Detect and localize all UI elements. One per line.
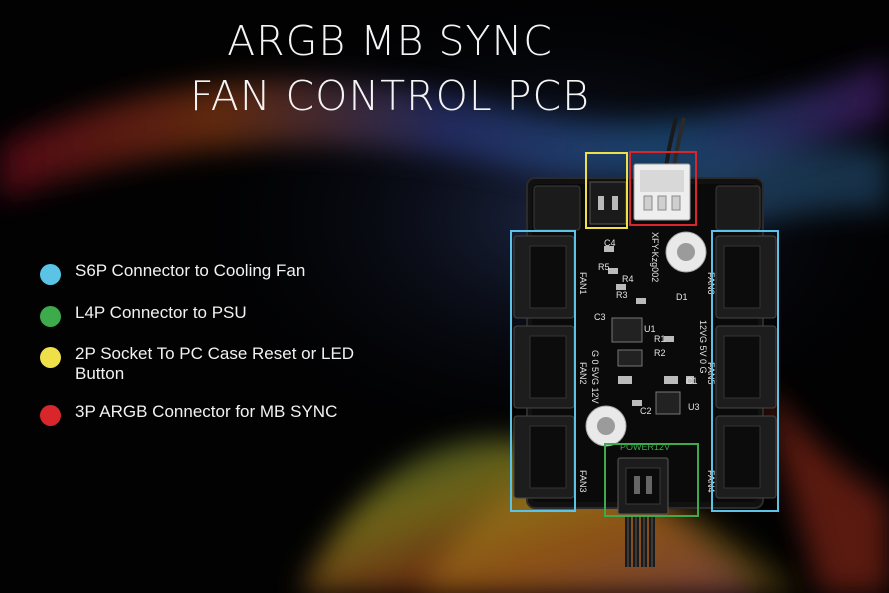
red-dot-icon (40, 405, 61, 426)
label-fan3: FAN3 (578, 470, 588, 493)
legend-label: L4P Connector to PSU (75, 303, 247, 322)
title-line-2: FAN CONTROL PCB (189, 72, 590, 120)
label-model: XFY-Kzg002 (650, 232, 660, 282)
fan-connector-highlight-left (510, 230, 576, 512)
2p-socket (589, 181, 627, 225)
ic-chip (611, 317, 643, 343)
label-c2: C2 (640, 406, 652, 416)
label-pins-right: 12VG 5V 0 G (698, 320, 708, 374)
label-power: POWER12V (620, 442, 670, 452)
label-r2: R2 (654, 348, 666, 358)
legend-item-psu-connector: L4P Connector to PSU (40, 303, 247, 327)
label-c4: C4 (604, 238, 616, 248)
label-fan1: FAN1 (578, 272, 588, 295)
legend-label: S6P Connector to Cooling Fan (75, 261, 306, 280)
label-c1: C1 (686, 376, 698, 386)
label-r5: R5 (598, 262, 610, 272)
page-title: ARGB MB SYNC FAN CONTROL PCB (150, 14, 630, 124)
label-u3: U3 (688, 402, 700, 412)
label-c3: C3 (594, 312, 606, 322)
psu-connector-highlight (604, 443, 699, 517)
label-pins-left: G 0 5VG 12V (590, 350, 600, 404)
right-fan-connectors (715, 235, 777, 499)
argb-connector-highlight (629, 151, 697, 226)
socket-highlight (585, 152, 628, 229)
label-r1: R1 (654, 334, 666, 344)
legend-label: 3P ARGB Connector for MB SYNC (75, 402, 338, 421)
green-dot-icon (40, 306, 61, 327)
label-d1: D1 (676, 292, 688, 302)
label-r3: R3 (616, 290, 628, 300)
left-fan-connectors (513, 235, 575, 499)
label-fan2: FAN2 (578, 362, 588, 385)
title-line-1: ARGB MB SYNC (227, 17, 553, 65)
legend-item-fan-connector: S6P Connector to Cooling Fan (40, 261, 306, 285)
yellow-dot-icon (40, 347, 61, 368)
legend-item-argb-connector: 3P ARGB Connector for MB SYNC (40, 402, 338, 426)
legend-label: 2P Socket To PC Case Reset or LED Button (75, 344, 355, 383)
psu-cable (625, 515, 655, 567)
label-r4: R4 (622, 274, 634, 284)
label-u1: U1 (644, 324, 656, 334)
blue-dot-icon (40, 264, 61, 285)
legend-item-case-socket: 2P Socket To PC Case Reset or LED Button (40, 344, 395, 384)
fan-connector-highlight-right (711, 230, 779, 512)
